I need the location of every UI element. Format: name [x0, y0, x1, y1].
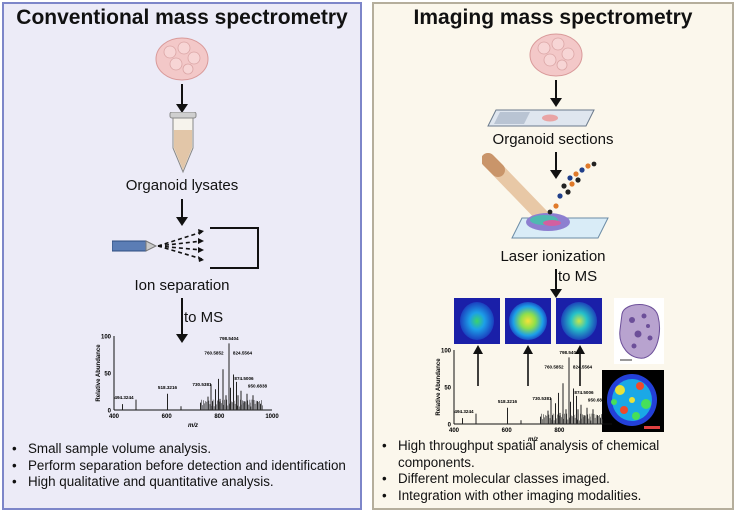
- arrow-down-icon: [176, 298, 188, 343]
- peak-label: 494.3244: [114, 395, 134, 400]
- peak-label: 760.5852: [204, 351, 224, 356]
- step-lysates: Organoid lysates: [125, 177, 239, 194]
- peak-label: 760.5852: [544, 365, 564, 370]
- y-axis-label: Relative Abundance: [436, 358, 442, 416]
- arrow-down-icon: [550, 152, 562, 179]
- y-tick-label: 0: [108, 409, 112, 415]
- arrow-down-icon: [550, 269, 562, 298]
- y-axis-label: Relative Abundance: [96, 344, 102, 402]
- x-tick-label: 800: [554, 428, 565, 434]
- peak-label: 874.5006: [234, 376, 254, 381]
- x-tick-label: 600: [162, 414, 173, 420]
- bullet-item: Integration with other imaging modalitie…: [380, 488, 730, 505]
- peak-label: 824.5564: [573, 365, 593, 370]
- x-axis-label: m/z: [188, 423, 198, 429]
- peak-label: 950.6838: [588, 397, 608, 402]
- peak-label: 824.5564: [233, 351, 253, 356]
- peak-label: 518.3216: [498, 399, 518, 404]
- x-tick-label: 1000: [265, 414, 279, 420]
- x-tick-label: 800: [214, 414, 225, 420]
- arrow-down-icon: [550, 80, 562, 107]
- organoid-icon: [529, 33, 583, 77]
- peak-label: 730.5381: [192, 382, 212, 387]
- y-tick-label: 0: [448, 423, 452, 429]
- y-tick-label: 50: [444, 386, 451, 392]
- peak-label: 518.3216: [158, 385, 178, 390]
- x-tick-label: 400: [109, 414, 120, 420]
- x-tick-label: 1000: [605, 428, 619, 434]
- x-tick-label: 600: [502, 428, 513, 434]
- step-separation: Ion separation: [134, 277, 230, 294]
- tube-icon: [169, 112, 197, 174]
- to-ms-label: to MS: [558, 268, 598, 285]
- slide-icon: [487, 109, 595, 127]
- he-stain-icon: [614, 298, 664, 364]
- bullet-item: Perform separation before detection and …: [10, 458, 355, 475]
- laser-icon: [482, 153, 609, 239]
- emitter-icon: [112, 227, 259, 269]
- arrow-down-icon: [176, 199, 188, 226]
- panel-title: Conventional mass spectrometry: [16, 6, 348, 29]
- arrow-up-icons: [473, 345, 585, 386]
- to-ms-label: to MS: [184, 309, 224, 326]
- conventional-ms-panel: Conventional mass spectrometry Organoid …: [2, 2, 362, 510]
- peak-label: 874.5006: [574, 390, 594, 395]
- ion-image-icon: [454, 298, 602, 344]
- bullet-list: Small sample volume analysis. Perform se…: [10, 441, 355, 491]
- bullet-item: Different molecular classes imaged.: [380, 471, 730, 488]
- peak-label: 730.5381: [532, 396, 552, 401]
- peak-label: 798.5404: [559, 350, 579, 355]
- arrow-down-icon: [176, 84, 188, 113]
- peak-label: 798.5404: [219, 336, 239, 341]
- bullet-item: High throughput spatial analysis of chem…: [380, 438, 730, 471]
- bullet-item: Small sample volume analysis.: [10, 441, 355, 458]
- peak-label: 494.3244: [454, 409, 474, 414]
- y-tick-label: 50: [104, 372, 111, 378]
- step-sections: Organoid sections: [492, 131, 614, 148]
- imaging-ms-panel: Imaging mass spectrometry Organoid secti…: [372, 2, 734, 510]
- bullet-list: High throughput spatial analysis of chem…: [380, 438, 730, 504]
- y-tick-label: 100: [101, 335, 112, 341]
- y-tick-label: 100: [441, 349, 452, 355]
- step-laser: Laser ionization: [500, 248, 606, 265]
- heatmap-icon: [602, 370, 664, 432]
- x-tick-label: 400: [449, 428, 460, 434]
- peak-label: 950.6838: [248, 383, 268, 388]
- organoid-icon: [155, 37, 209, 81]
- panel-title: Imaging mass spectrometry: [413, 6, 693, 29]
- bullet-item: High qualitative and quantitative analys…: [10, 474, 355, 491]
